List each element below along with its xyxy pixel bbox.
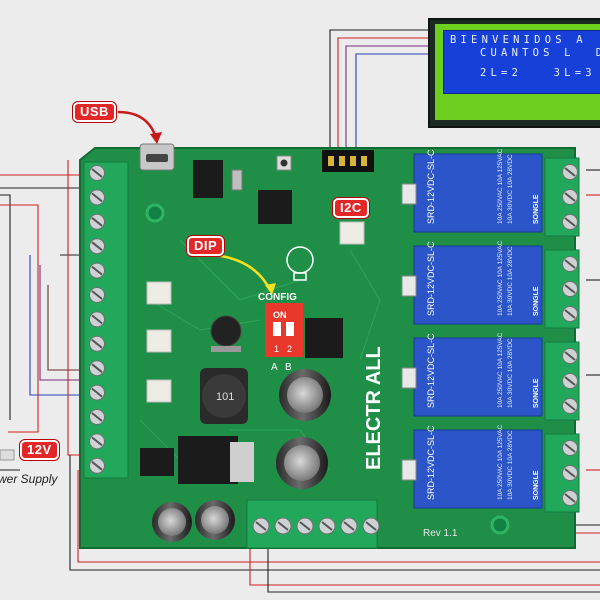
lcd-line-2: CUANTOS L D xyxy=(480,47,600,59)
chip-mcu xyxy=(258,190,292,224)
lightbulb-logo xyxy=(286,246,314,281)
lcd-board: BIENVENIDOS A CUANTOS L D 2L=2 3L=3 xyxy=(435,24,600,120)
screw-terminal xyxy=(362,517,380,535)
chip-driver xyxy=(305,318,343,358)
dip-b-label: B xyxy=(285,362,292,373)
relay-model: SRD-12VDC-SL-C xyxy=(426,333,436,408)
relay-rating-dc: 10A 30VDC 10A 28VDC xyxy=(507,430,514,500)
relay-rating-ac: 10A 250VAC 10A 125VAC xyxy=(497,148,504,224)
crystal xyxy=(231,169,243,191)
screw-terminal xyxy=(252,517,270,535)
screw-terminal xyxy=(89,311,105,328)
optocouplers xyxy=(146,221,365,403)
relay-brand: SONGLE xyxy=(533,286,540,316)
screw-terminal xyxy=(562,490,578,506)
relay-rating-ac: 10A 250VAC 10A 125VAC xyxy=(497,332,504,408)
screw-terminal xyxy=(89,409,105,425)
lcd-screen: BIENVENIDOS A CUANTOS L D 2L=2 3L=3 xyxy=(443,30,600,94)
relay-rating-dc: 10A 30VDC 10A 28VDC xyxy=(507,338,514,408)
relay-rating-ac: 10A 250VAC 10A 125VAC xyxy=(497,240,504,316)
screw-terminal xyxy=(296,517,314,535)
relay-model: SRD-12VDC-SL-C xyxy=(426,425,436,500)
relay-brand: SONGLE xyxy=(533,378,540,408)
screw-terminal xyxy=(89,287,105,303)
relay-brand: SONGLE xyxy=(533,194,540,224)
relay-model: SRD-12VDC-SL-C xyxy=(426,149,436,224)
screw-terminal xyxy=(562,348,578,364)
voltage-regulator xyxy=(140,436,254,484)
screw-terminal xyxy=(562,440,578,456)
reset-button xyxy=(276,155,292,171)
screw-terminal xyxy=(562,281,578,297)
screw-terminal xyxy=(89,360,105,377)
i2c-callout: I2C xyxy=(333,198,369,218)
screw-terminal xyxy=(89,457,105,474)
dip-on-label: ON xyxy=(273,310,287,320)
usb-callout: USB xyxy=(73,102,116,122)
i2c-header xyxy=(322,150,374,172)
electrolytic-capacitors xyxy=(152,369,331,542)
rev-label: Rev 1.1 xyxy=(423,528,458,539)
relay-rating-ac: 10A 250VAC 10A 125VAC xyxy=(497,424,504,500)
screw-terminal xyxy=(89,335,105,352)
dip-switch xyxy=(265,303,303,357)
inductor xyxy=(200,368,248,424)
lcd-line-3: 2L=2 3L=3 xyxy=(480,67,596,79)
brand-label: ELECTR ALL xyxy=(363,346,385,470)
dip-2-label: 2 xyxy=(287,344,292,354)
screw-terminal xyxy=(274,517,292,535)
right-terminal-block xyxy=(544,157,580,513)
lcd-line-1: BIENVENIDOS A xyxy=(450,34,587,46)
screw-terminal xyxy=(89,433,105,450)
relay-model: SRD-12VDC-SL-C xyxy=(426,241,436,316)
screw-terminal xyxy=(89,189,105,206)
mount-hole xyxy=(490,515,510,535)
dip-1-label: 1 xyxy=(274,344,279,354)
left-terminal-block xyxy=(83,161,129,479)
screw-terminal xyxy=(318,517,336,535)
screw-terminal xyxy=(562,306,578,322)
usb-connector xyxy=(139,143,175,171)
screw-terminal xyxy=(562,256,578,272)
inductor-label: 101 xyxy=(216,391,234,403)
relay-rating-dc: 10A 30VDC 10A 28VDC xyxy=(507,246,514,316)
screw-terminal xyxy=(562,465,578,481)
small-capacitor xyxy=(210,315,242,352)
v12-callout: 12V xyxy=(20,440,59,460)
dip-a-label: A xyxy=(271,362,278,373)
screw-terminal xyxy=(562,189,578,205)
power-supply-connector xyxy=(0,449,15,461)
mount-hole xyxy=(145,203,165,223)
bottom-terminal-block xyxy=(246,499,380,549)
relay-brand: SONGLE xyxy=(533,470,540,500)
chip-ch340 xyxy=(193,160,223,198)
screw-terminal xyxy=(562,164,578,180)
screw-terminal xyxy=(340,517,358,535)
relay-rating-dc: 10A 30VDC 10A 28VDC xyxy=(507,154,514,224)
screw-terminal xyxy=(89,238,105,255)
screw-terminal xyxy=(89,262,105,279)
screw-terminal xyxy=(89,213,105,230)
screw-terminal xyxy=(89,165,105,181)
lcd-display: BIENVENIDOS A CUANTOS L D 2L=2 3L=3 xyxy=(428,18,600,128)
power-supply-label: wer Supply xyxy=(0,472,58,486)
dip-callout: DIP xyxy=(187,236,225,256)
screw-terminal xyxy=(562,398,578,414)
screw-terminal xyxy=(562,373,578,389)
screw-terminal xyxy=(89,384,105,401)
screw-terminal xyxy=(562,214,578,230)
config-label: CONFIG xyxy=(258,292,297,303)
